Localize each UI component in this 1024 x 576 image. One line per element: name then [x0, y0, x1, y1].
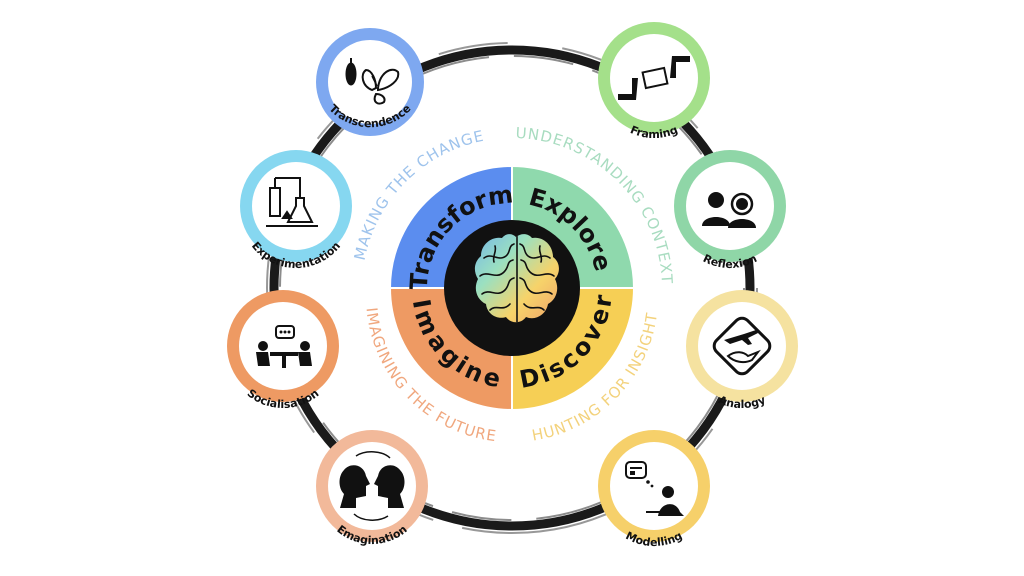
thinking-person-icon — [625, 461, 684, 516]
plane-bird-icon — [712, 316, 772, 376]
lab-flask-icon — [266, 177, 318, 227]
node-emagination[interactable]: Emagination — [316, 430, 428, 547]
node-modelling[interactable]: Modelling — [598, 430, 710, 549]
outer-ring — [266, 42, 758, 534]
node-analogy[interactable]: Analogy — [686, 290, 798, 411]
brain-core — [444, 220, 580, 356]
node-transcendence[interactable]: Transcendence — [316, 28, 424, 136]
node-reflexion[interactable]: Reflexion — [674, 150, 786, 271]
butterfly-icon — [345, 58, 400, 105]
hands-frame-icon — [618, 56, 690, 100]
node-label-reflexion: Reflexion — [701, 252, 759, 271]
meeting-table-icon — [256, 325, 312, 368]
node-socialisation[interactable]: Socialisation — [227, 290, 339, 411]
node-label-modelling: Modelling — [624, 529, 685, 549]
node-label-framing: Framing — [628, 123, 679, 141]
two-people-icon — [702, 192, 756, 228]
node-framing[interactable]: Framing — [598, 22, 710, 141]
node-label-analogy: Analogy — [717, 393, 768, 411]
facing-heads-icon — [339, 451, 405, 521]
colorful-brain-icon — [474, 234, 559, 323]
node-experimentation[interactable]: Experimentation — [240, 150, 352, 271]
